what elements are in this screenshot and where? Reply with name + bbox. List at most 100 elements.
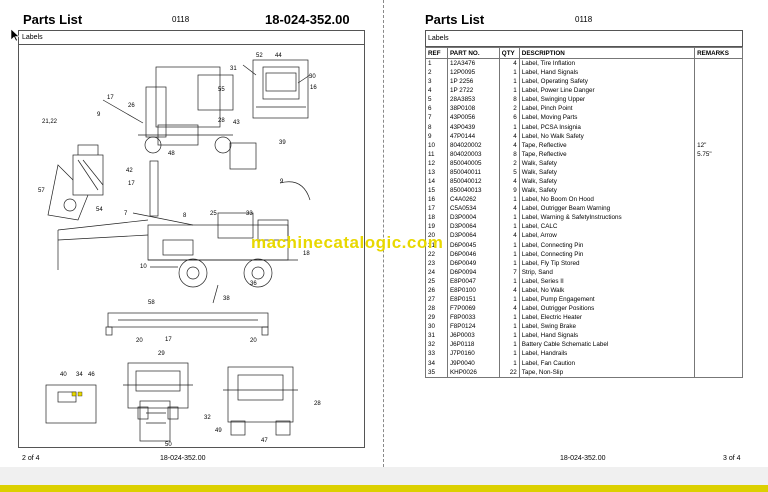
cell-description: Label, Arrow (518, 231, 696, 241)
cell-remarks (694, 204, 743, 214)
cell-qty: 9 (498, 186, 520, 196)
cell-description: Label, Pinch Point (518, 104, 696, 114)
cell-part-no: 12P0095 (446, 68, 500, 78)
cell-qty: 1 (498, 77, 520, 87)
column-header-description: DESCRIPTION (518, 47, 696, 59)
footer-doc-number-right: 18-024-352.00 (560, 455, 606, 462)
cell-qty: 4 (498, 231, 520, 241)
cell-remarks (694, 176, 743, 187)
cell-remarks (694, 304, 743, 314)
cell-description: Label, Power Line Danger (518, 86, 696, 96)
cell-qty: 1 (498, 340, 520, 350)
cell-ref: 16 (425, 195, 448, 205)
cell-ref: 10 (425, 140, 448, 150)
cell-description: Label, Swing Brake (518, 322, 696, 332)
cell-part-no: 28A3853 (446, 95, 500, 105)
cell-description: Walk, Safety (518, 158, 696, 168)
cell-remarks (694, 285, 743, 295)
cell-qty: 2 (498, 158, 520, 168)
page-code: 0118 (172, 15, 190, 24)
cell-ref: 21 (425, 240, 448, 250)
cell-remarks: 12" (694, 140, 743, 150)
cell-part-no: D3P0064 (446, 222, 500, 232)
cell-remarks (694, 222, 743, 232)
cell-qty: 1 (498, 122, 520, 132)
cell-remarks (694, 249, 743, 259)
cell-ref: 31 (425, 331, 448, 341)
cell-description: Label, Outrigger Positions (518, 304, 696, 314)
cell-ref: 6 (425, 104, 448, 114)
cell-remarks (694, 349, 743, 359)
callout-10: 10 (140, 264, 147, 270)
cell-description: Label, Fly Tip Stored (518, 258, 696, 268)
callout-28: 28 (218, 118, 225, 124)
callout-20b: 20 (250, 338, 257, 344)
document-number: 18-024-352.00 (265, 12, 350, 27)
cell-remarks (694, 77, 743, 87)
cell-remarks (694, 158, 743, 168)
cell-part-no: D3P0064 (446, 231, 500, 241)
cell-description: Label, Series II (518, 276, 696, 286)
cell-remarks (694, 367, 743, 378)
footer-page-number-right: 3 of 4 (723, 455, 741, 462)
callout-17b: 17 (128, 181, 135, 187)
drawing-frame (18, 30, 365, 448)
cell-qty: 1 (498, 358, 520, 368)
cell-part-no: D6P0045 (446, 240, 500, 250)
cell-qty: 4 (498, 140, 520, 150)
cell-remarks (694, 131, 743, 141)
cell-remarks (694, 86, 743, 96)
cell-part-no: D6P0094 (446, 267, 500, 277)
cell-qty: 8 (498, 149, 520, 159)
cell-part-no: J6P0118 (446, 340, 500, 350)
left-page: Parts List 0118 18-024-352.00 Labels (0, 0, 383, 467)
callout-33: 33 (246, 211, 253, 217)
section-label-right: Labels (428, 35, 449, 42)
crane-label-diagram: 52 44 31 30 16 55 28 43 17 26 9 21,22 48… (38, 53, 321, 447)
cell-ref: 9 (425, 131, 448, 141)
cell-description: Tape, Reflective (518, 140, 696, 150)
cell-part-no: E8P0100 (446, 285, 500, 295)
cell-remarks (694, 231, 743, 241)
cell-ref: 14 (425, 176, 448, 187)
cell-description: Battery Cable Schematic Label (518, 340, 696, 350)
cell-remarks (694, 240, 743, 250)
cell-part-no: E8P0047 (446, 276, 500, 286)
callout-30: 30 (309, 74, 316, 80)
callout-9b: 9 (280, 179, 284, 185)
cell-qty: 1 (498, 195, 520, 205)
cell-description: Tape, Reflective (518, 149, 696, 159)
cell-part-no: E8P0151 (446, 294, 500, 305)
page-title-right: Parts List (425, 12, 485, 27)
callout-29: 29 (158, 351, 165, 357)
cell-qty: 5 (498, 167, 520, 177)
cell-qty: 1 (498, 222, 520, 232)
cell-description: Label, Handrails (518, 349, 696, 359)
page-title: Parts List (23, 12, 83, 27)
cell-remarks: 5.75" (694, 149, 743, 159)
cell-part-no: D3P0004 (446, 213, 500, 223)
cell-description: Label, Hand Signals (518, 331, 696, 341)
callout-18: 18 (303, 251, 310, 257)
cell-description: Label, Connecting Pin (518, 249, 696, 259)
cell-description: Label, Operating Safety (518, 77, 696, 87)
cell-part-no: J7P0160 (446, 349, 500, 359)
cell-remarks (694, 358, 743, 368)
cell-ref: 15 (425, 186, 448, 196)
cell-qty: 4 (498, 304, 520, 314)
cell-remarks (694, 322, 743, 332)
